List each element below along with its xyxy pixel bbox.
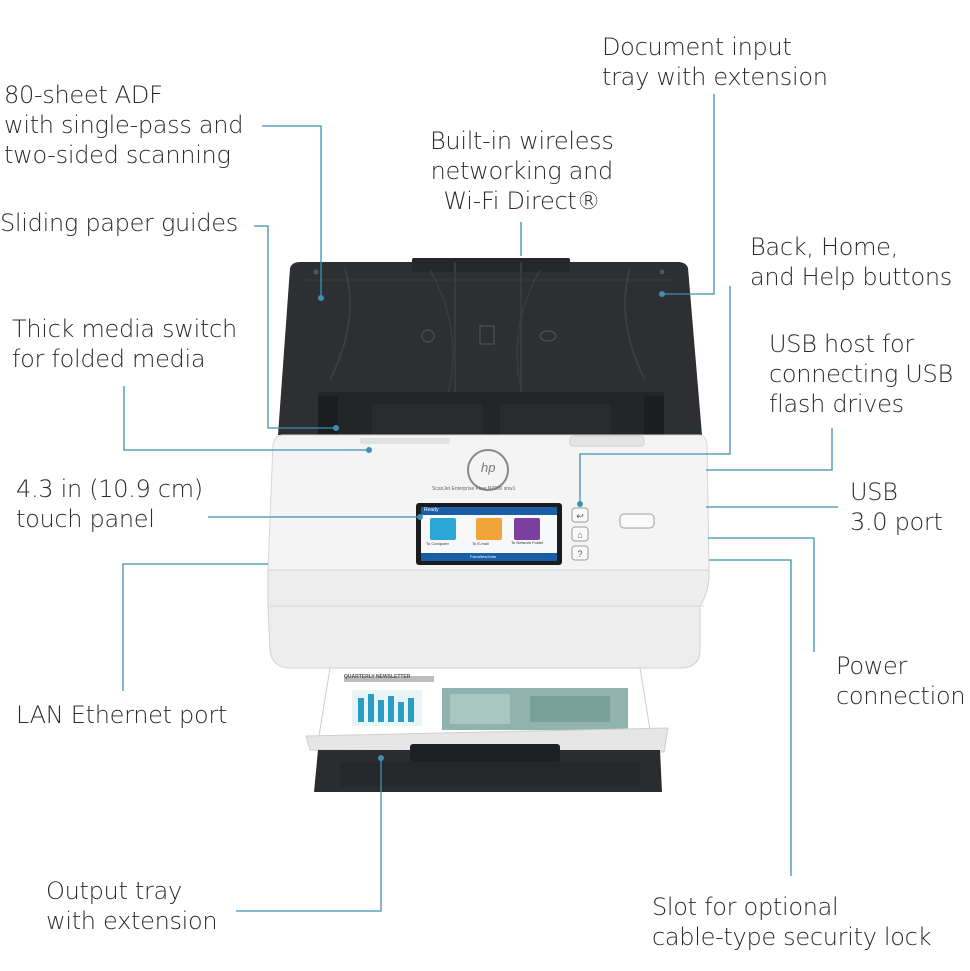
callout-touch-panel: 4.3 in (10.9 cm) touch panel [16, 475, 203, 533]
screen-footer: Favorites/Jobs [470, 554, 497, 559]
document-input-tray [278, 258, 702, 440]
hp-logo-icon [467, 449, 509, 491]
screen-tile-label: To Network Folder [511, 540, 544, 545]
callout-security-lock: Slot for optional cable-type security lo… [652, 893, 932, 951]
tile-computer-icon [430, 518, 456, 540]
leader-lines [122, 94, 838, 912]
power-button [619, 513, 655, 529]
callout-buttons: Back, Home, and Help buttons [750, 233, 952, 291]
callout-wireless: Built-in wireless networking and Wi-Fi D… [430, 127, 614, 215]
screen-tile-label: To E-mail [472, 541, 489, 546]
svg-text:↩: ↩ [576, 511, 584, 521]
touch-panel [416, 503, 562, 565]
screen-status: Ready [424, 507, 439, 513]
hp-logo-text: hp [481, 460, 496, 475]
tile-folder-icon [514, 518, 540, 540]
callout-usb-host: USB host for connecting USB flash drives [769, 330, 953, 418]
newsletter-title: QUARTERLY NEWSLETTER [344, 674, 411, 680]
callout-power: Power connection [836, 652, 966, 710]
callout-output-tray: Output tray with extension [46, 877, 218, 935]
callout-adf: 80-sheet ADF with single-pass and two-si… [4, 81, 244, 169]
callout-thick-media-switch: Thick media switch for folded media [12, 315, 237, 373]
tile-email-icon [476, 518, 502, 540]
scanner-body [267, 434, 710, 669]
svg-text:⌂: ⌂ [577, 530, 582, 540]
screen-tile-label: To Computer [426, 541, 449, 546]
callout-input-tray: Document input tray with extension [602, 33, 828, 91]
svg-text:?: ? [577, 549, 582, 559]
callout-usb3: USB 3.0 port [850, 478, 943, 536]
callout-paper-guides: Sliding paper guides [0, 209, 238, 237]
output-tray [305, 667, 669, 792]
callout-lan-port: LAN Ethernet port [16, 701, 228, 729]
side-buttons: ↩ ⌂ ? [571, 507, 655, 561]
model-name: ScanJet Enterprise Flow N7000 snw1 [432, 486, 516, 492]
